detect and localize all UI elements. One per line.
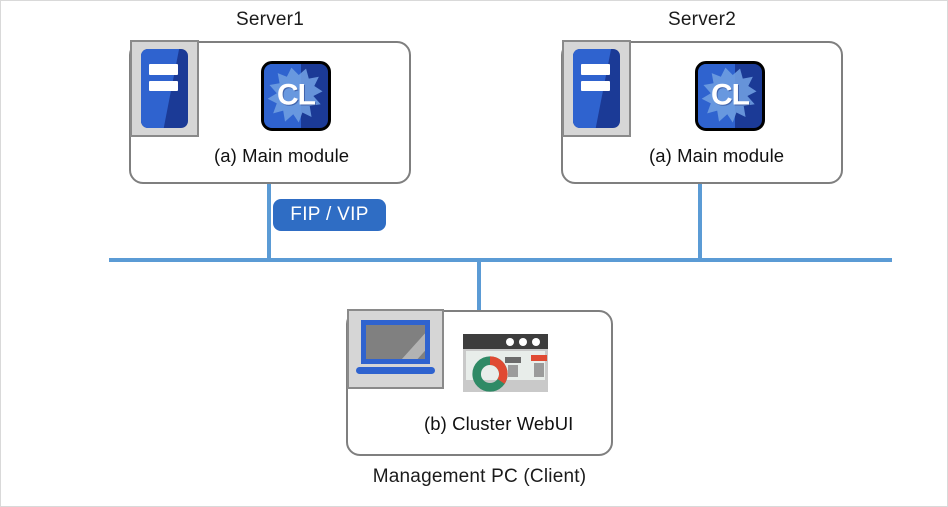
mini-bar-2 <box>531 354 548 377</box>
browser-dot-2 <box>519 337 527 346</box>
browser-dot-1 <box>532 337 540 346</box>
server2-cl-icon-label: CL <box>711 78 750 112</box>
server2-server-machine-icon <box>562 40 631 137</box>
network-bus <box>109 258 892 262</box>
mini-bar-charts <box>499 354 548 377</box>
fip-vip-badge: FIP / VIP <box>273 199 386 231</box>
server1-network-link <box>267 184 271 260</box>
management-pc-browser-dashboard-icon <box>463 334 548 392</box>
management-pc-title: Management PC (Client) <box>372 466 587 487</box>
mini-bar-1 <box>505 356 522 377</box>
server2-clusterpro-cl-icon: CL <box>695 61 765 131</box>
management-pc-caption: (b) Cluster WebUI <box>424 413 574 434</box>
management-pc-network-link <box>477 260 481 310</box>
server1-cl-icon-label: CL <box>277 78 316 112</box>
server1-title: Server1 <box>236 9 304 30</box>
browser-titlebar <box>463 334 548 350</box>
server1-server-machine-icon <box>130 40 199 137</box>
management-pc-laptop-icon <box>347 309 444 389</box>
donut-chart-icon <box>472 356 508 392</box>
server2-caption: (a) Main module <box>649 145 785 166</box>
browser-dot-3 <box>506 337 514 346</box>
server1-caption: (a) Main module <box>214 145 350 166</box>
server1-clusterpro-cl-icon: CL <box>261 61 331 131</box>
server2-network-link <box>698 184 702 260</box>
server2-title: Server2 <box>668 9 736 30</box>
browser-content-area <box>466 351 548 392</box>
